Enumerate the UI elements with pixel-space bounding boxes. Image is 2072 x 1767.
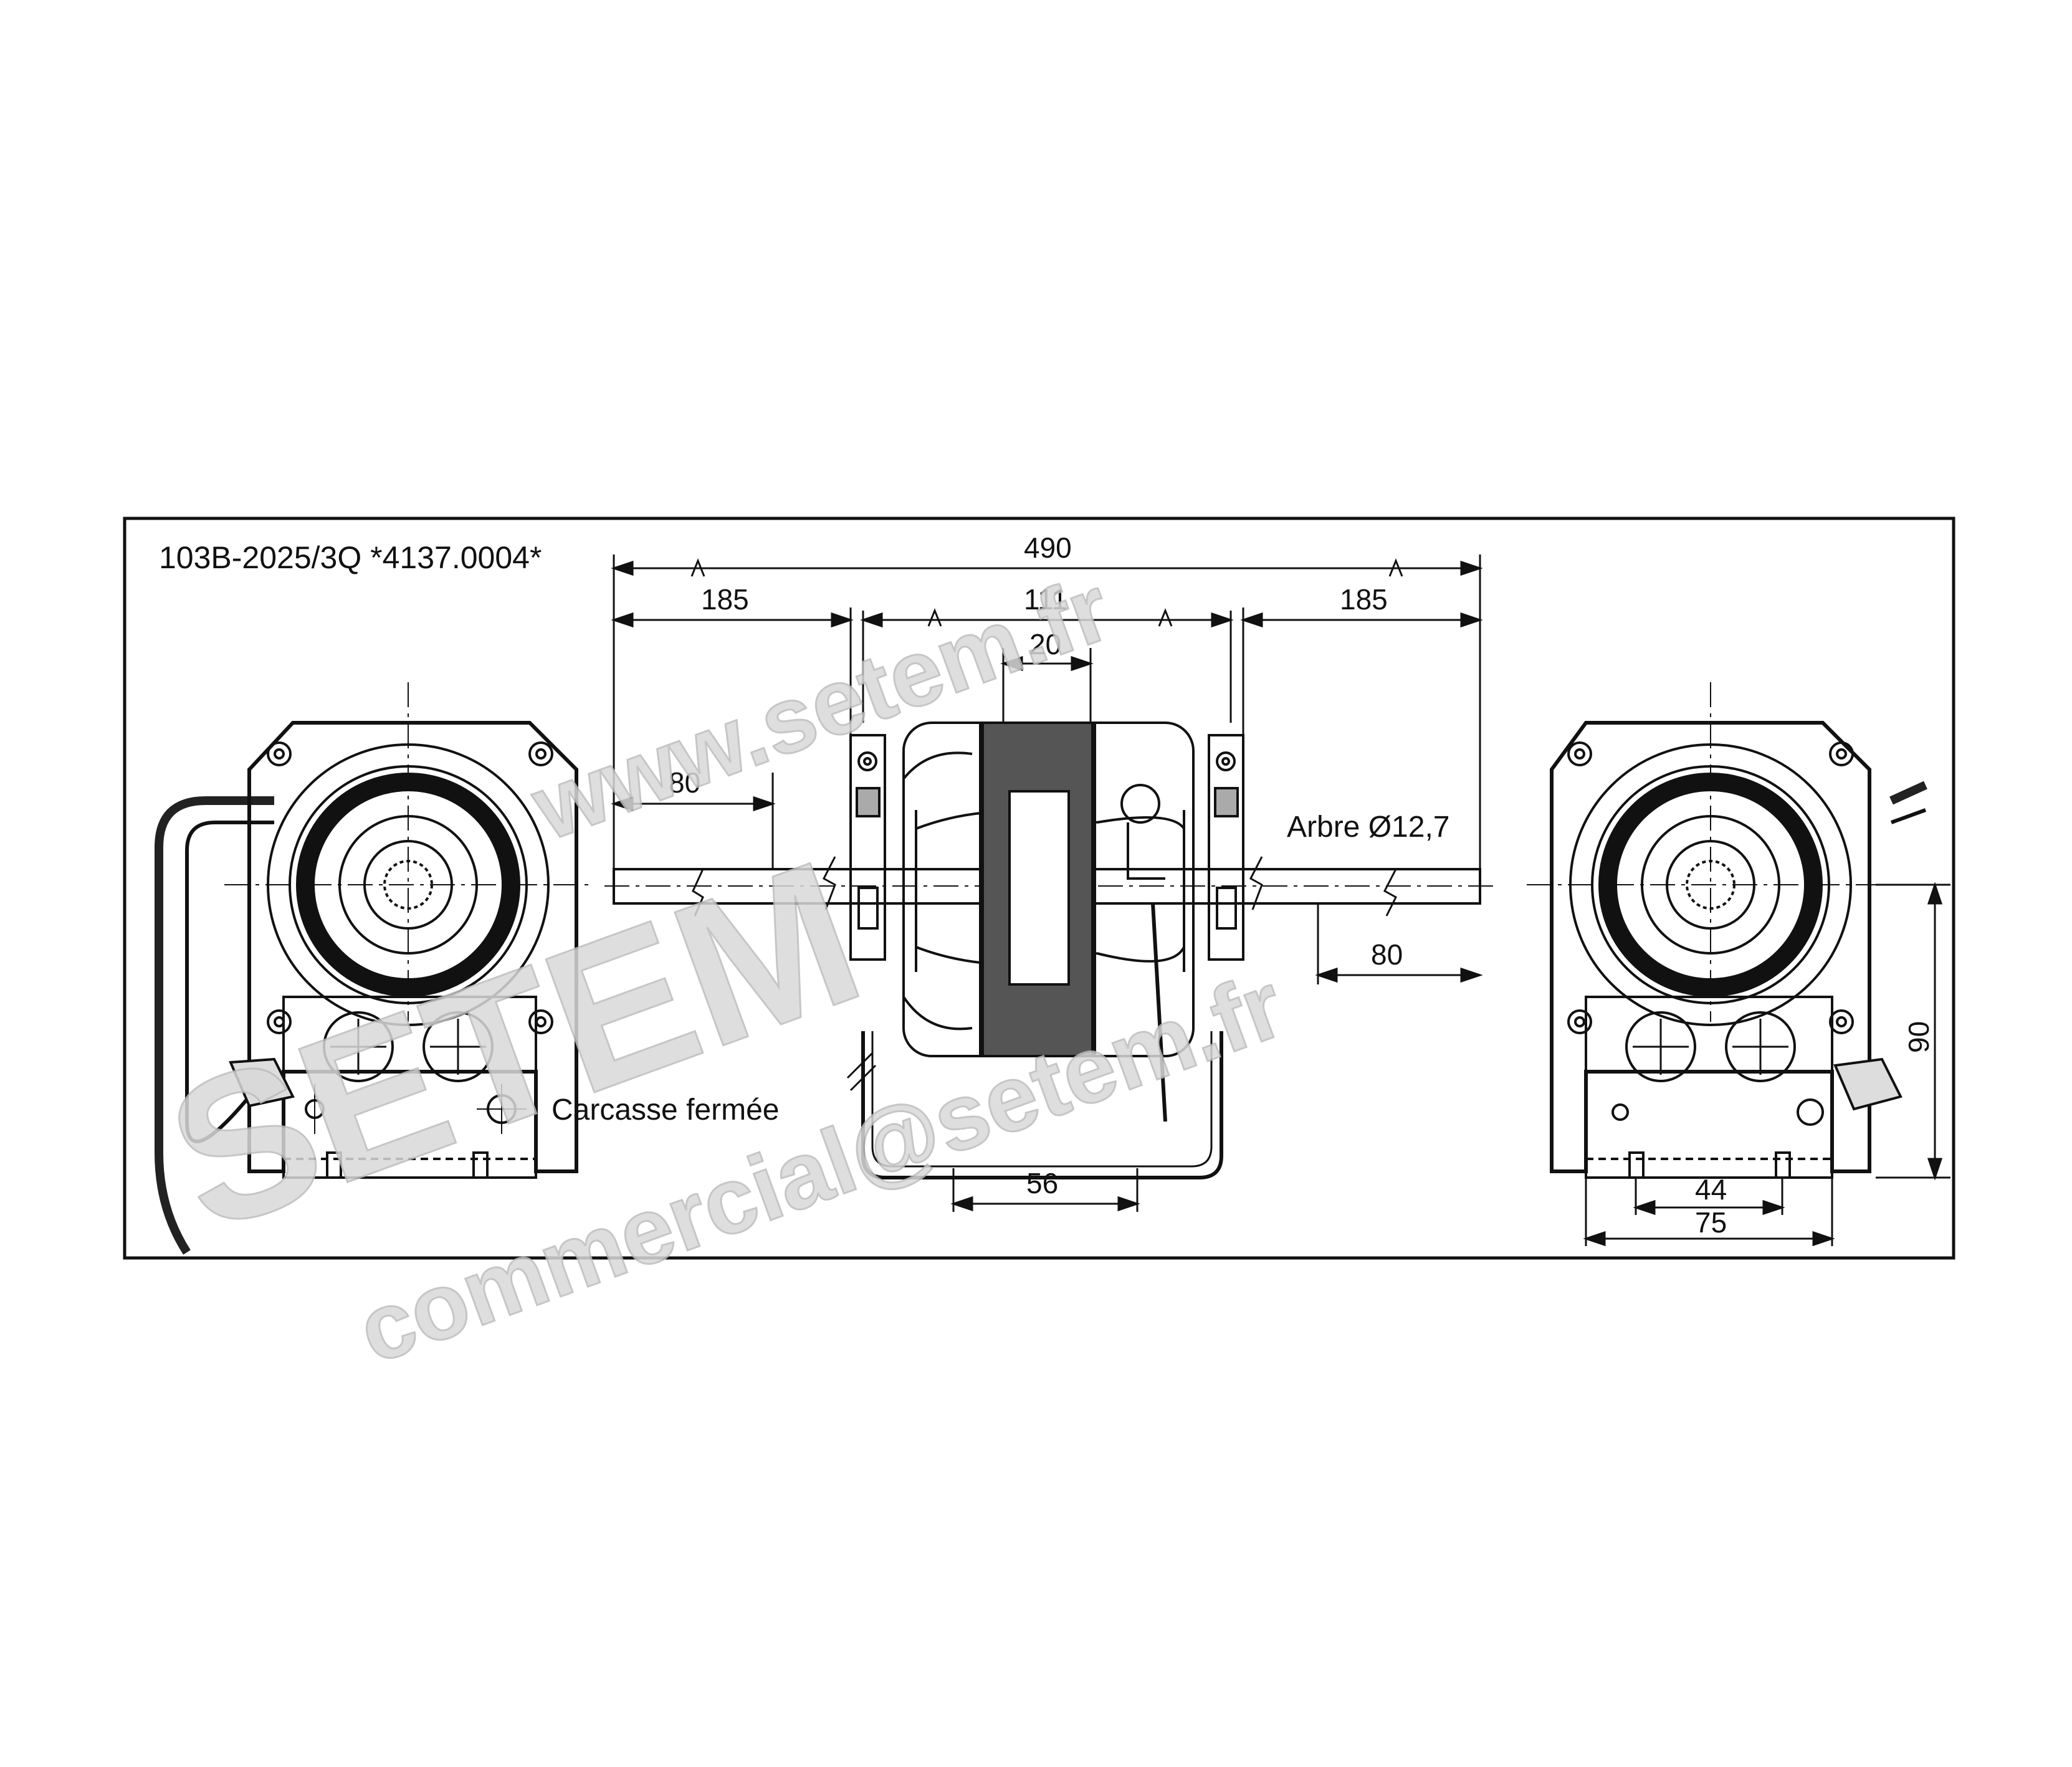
dim-hole-spacing: 44 <box>1695 1173 1727 1206</box>
dim-bracket-width: 56 <box>1026 1167 1058 1199</box>
center-side-view <box>604 722 1496 1179</box>
dim-left-shaft: 185 <box>701 583 749 616</box>
drawing-title: 103B-2025/3Q *4137.0004* <box>159 540 542 575</box>
dim-right-flat: 80 <box>1371 938 1403 971</box>
dim-body-width: 111 <box>1024 583 1067 616</box>
drawing-frame <box>123 517 1955 1260</box>
dim-right-shaft: 185 <box>1340 583 1388 616</box>
dim-height: 90 <box>1903 1021 1935 1053</box>
housing-label: Carcasse fermée <box>551 1093 779 1126</box>
dim-left-flat: 80 <box>669 766 700 799</box>
dim-total-length: 490 <box>1024 531 1072 564</box>
left-end-view <box>155 682 592 1255</box>
dimension-lines <box>611 555 1950 1247</box>
dim-base-width: 75 <box>1695 1206 1727 1239</box>
right-end-view <box>1527 682 1927 1179</box>
dim-stack-width: 20 <box>1029 628 1061 660</box>
shaft-label: Arbre Ø12,7 <box>1287 811 1449 844</box>
